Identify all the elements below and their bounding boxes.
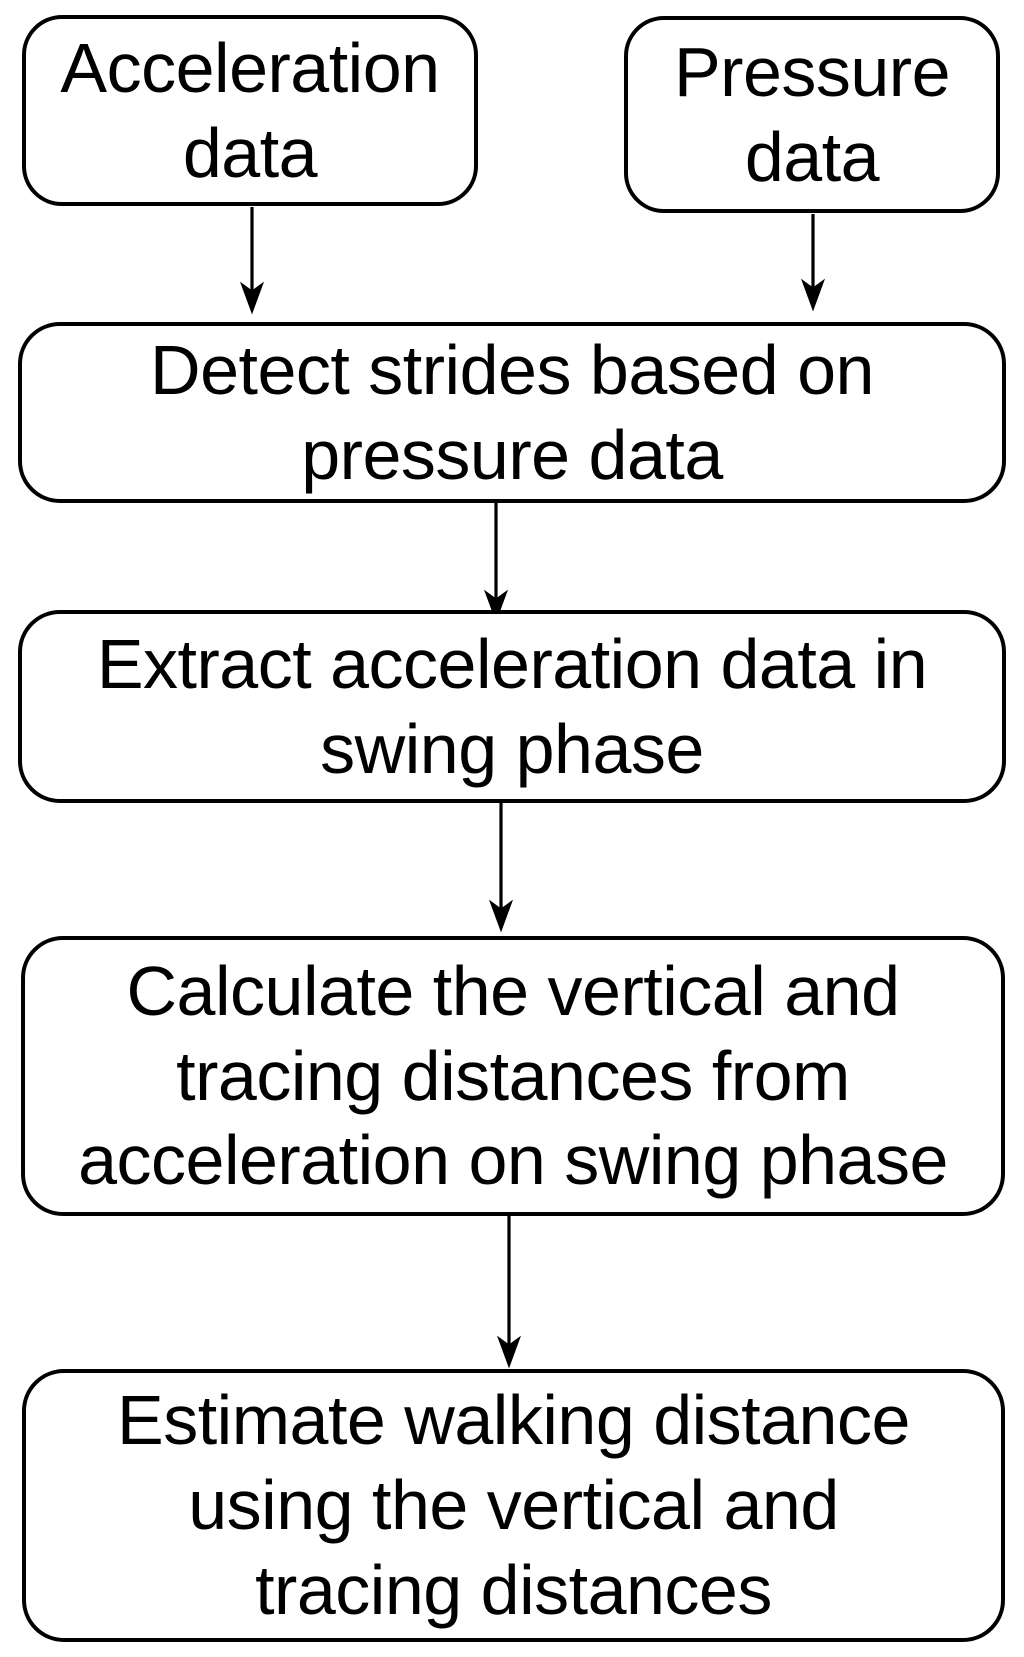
node-extract-swing-acceleration: Extract acceleration data in swing phase (18, 610, 1006, 803)
node-pressure-data-label: Pressure data (673, 32, 951, 196)
node-extract-swing-acceleration-label: Extract acceleration data in swing phase (96, 624, 928, 788)
arrow-acceleration-to-detect (239, 207, 265, 315)
node-detect-strides: Detect strides based on pressure data (18, 322, 1006, 503)
node-detect-strides-label: Detect strides based on pressure data (150, 330, 874, 494)
arrow-calculate-to-estimate (496, 1216, 522, 1369)
arrow-extract-to-calculate (488, 803, 514, 933)
node-acceleration-data-label: Acceleration data (60, 28, 440, 192)
node-acceleration-data: Acceleration data (22, 15, 478, 206)
node-estimate-walking-distance-label: Estimate walking distance using the vert… (117, 1381, 910, 1629)
node-estimate-walking-distance: Estimate walking distance using the vert… (22, 1369, 1005, 1642)
arrow-detect-to-extract (483, 503, 509, 623)
node-calculate-distances: Calculate the vertical and tracing dista… (21, 936, 1005, 1216)
node-calculate-distances-label: Calculate the vertical and tracing dista… (78, 951, 948, 1200)
arrow-pressure-to-detect (800, 214, 826, 312)
node-pressure-data: Pressure data (624, 16, 1000, 213)
